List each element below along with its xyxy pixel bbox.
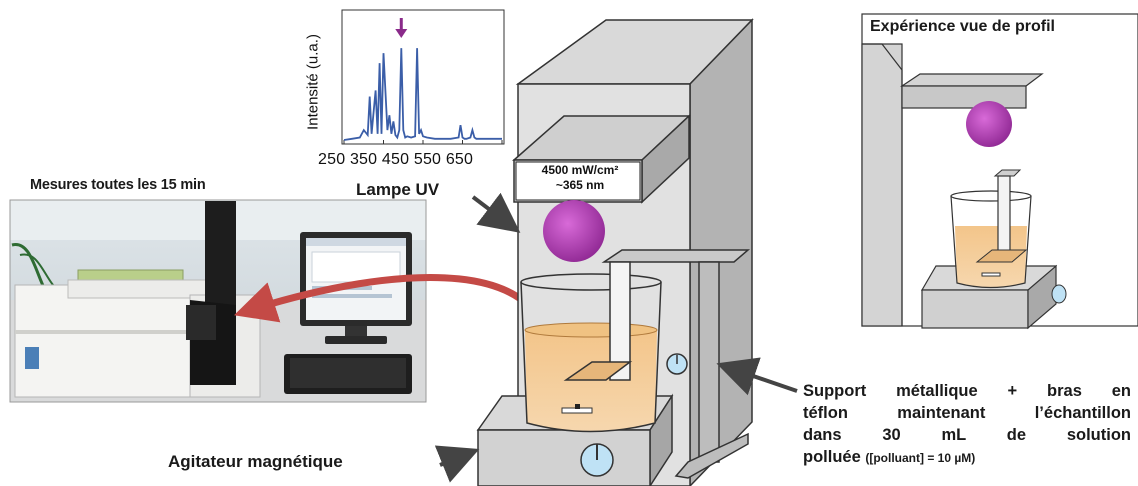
support-pointer-arrow [716, 357, 798, 396]
stirrer-label: Agitateur magnétique [168, 452, 343, 471]
marker-head [395, 29, 408, 38]
support-polluted-word: polluée [803, 448, 861, 466]
uv-lamp [512, 114, 691, 204]
spectrum-x-tick: 350 [349, 151, 378, 168]
profile-uv-sphere [966, 101, 1012, 147]
lamp-power-value: 4500 mW/cm² [541, 163, 619, 177]
spectrum-x-tick: 250 [318, 151, 346, 168]
uv-light-sphere [543, 200, 605, 262]
spectrum-series-line [343, 48, 502, 141]
metal-support [563, 249, 751, 479]
lab-photo [9, 199, 427, 403]
spectrum-x-tick-labels: 250 350 450 550 650 [318, 151, 473, 169]
spectrum-x-tick: 550 [413, 151, 442, 168]
spectrum-inset [341, 9, 505, 145]
spectrum-x-tick: 650 [445, 151, 474, 168]
uv-lamp-label: Lampe UV [356, 180, 440, 199]
support-concentration: ([polluant] = 10 µM) [865, 451, 976, 465]
support-description: Support métallique + bras en téflon main… [803, 380, 1131, 469]
support-line-3: dans 30 mL de solution [803, 426, 1131, 444]
spectrum-y-axis-label: Intensité (u.a.) [304, 34, 322, 130]
profile-view [861, 13, 1138, 330]
support-line-4: polluée ([polluant] = 10 µM) [803, 446, 1131, 469]
lamp-spec-panel: 4500 mW/cm² ~365 nm [518, 163, 642, 193]
stirrer-pointer-arrow [434, 445, 480, 483]
measurement-interval-label: Mesures toutes les 15 min [30, 177, 206, 193]
profile-stirrer-knob[interactable] [1051, 284, 1067, 304]
lamp-wavelength-value: ~365 nm [555, 178, 605, 192]
spectrum-x-tick: 450 [381, 151, 410, 168]
spectrum-peak-marker [395, 18, 408, 38]
profile-view-title: Expérience vue de profil [870, 18, 1055, 35]
spectrum-frame [341, 9, 505, 145]
lamp-pointer-arrow [471, 192, 521, 233]
spectrometer [14, 284, 191, 398]
support-line-2: téflon maintenant l’échantillon [803, 404, 1131, 422]
support-line-1: Support métallique + bras en [803, 382, 1131, 400]
